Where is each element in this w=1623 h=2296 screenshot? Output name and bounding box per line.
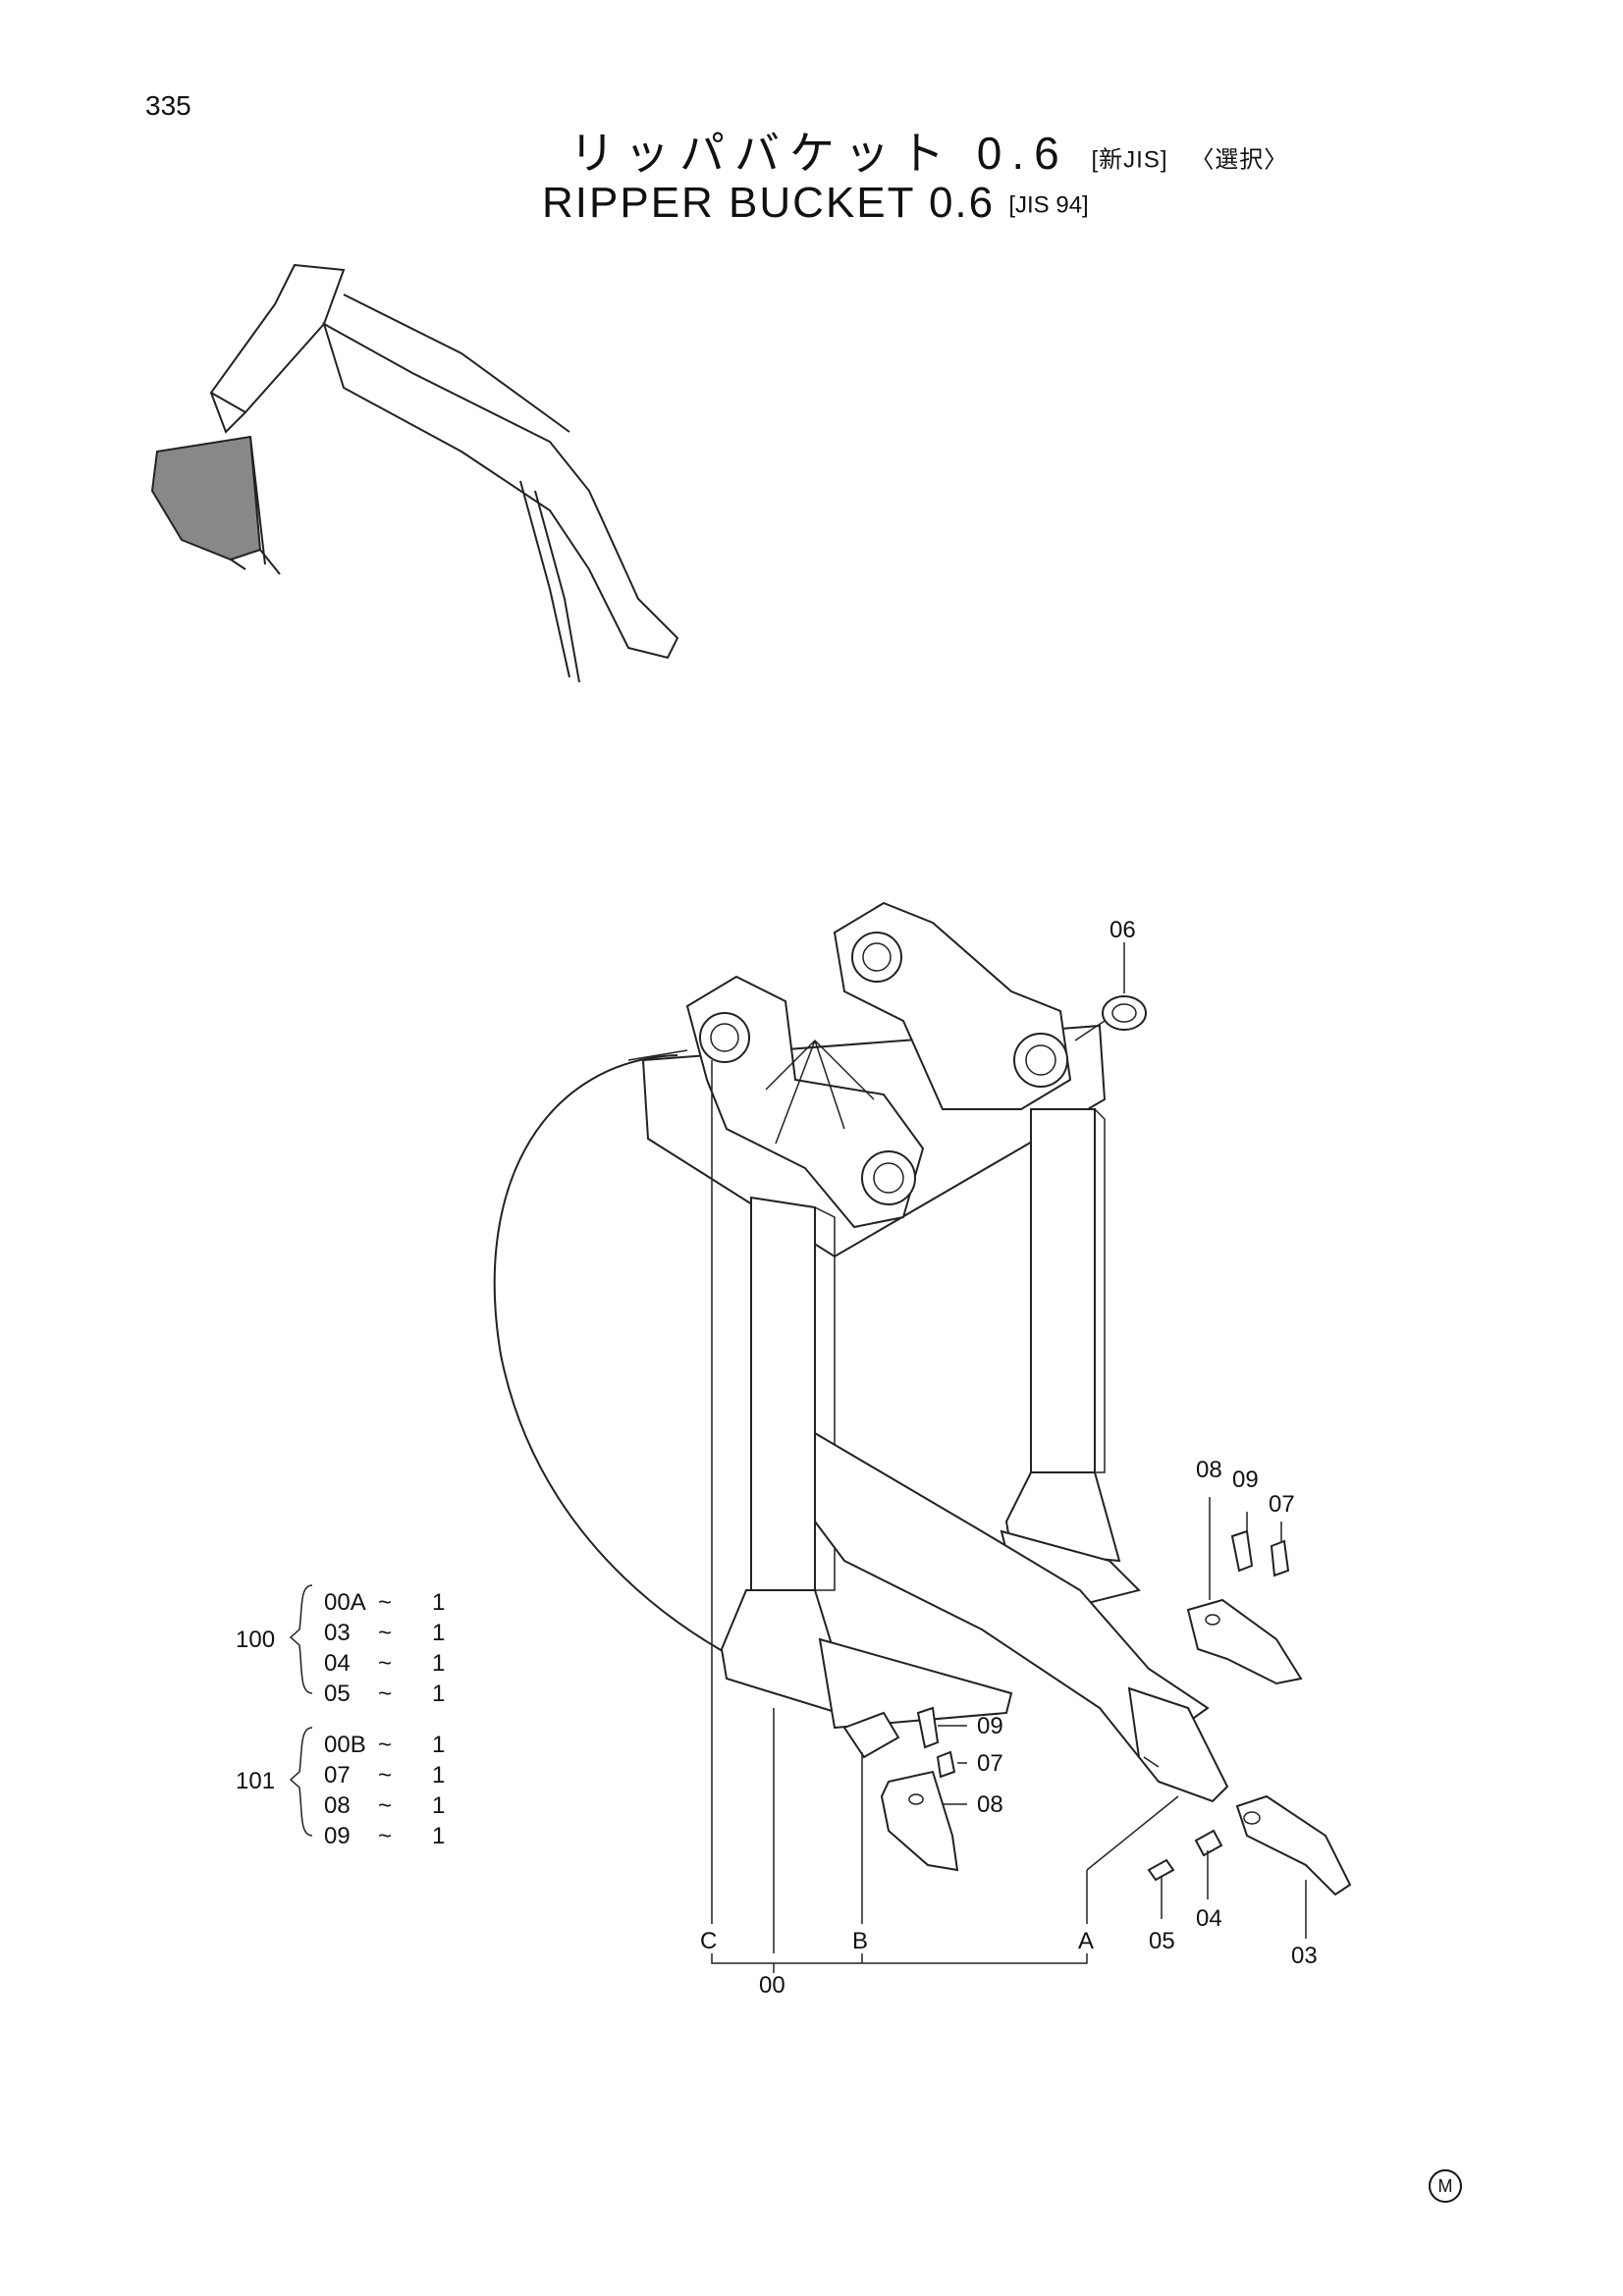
callout-04: 04 — [1196, 1905, 1222, 1932]
group-item-qty: 1 — [432, 1732, 445, 1758]
group-item-part: 00A — [324, 1589, 366, 1616]
group-item-qty: 1 — [432, 1620, 445, 1646]
callout-07-right: 07 — [1269, 1491, 1295, 1518]
callout-09-right: 09 — [1232, 1467, 1259, 1493]
group-id: 101 — [236, 1768, 275, 1794]
group-item-sep: ~ — [378, 1589, 392, 1616]
group-item-qty: 1 — [432, 1823, 445, 1849]
reference-leaders — [711, 1060, 1179, 1973]
bucket-shell — [493, 1049, 737, 1660]
part-03-tooth-assembly — [1147, 1794, 1352, 1939]
group-item-part: 04 — [324, 1650, 351, 1677]
title-jp-option: 〈選択〉 — [1190, 146, 1289, 174]
callout-07-left: 07 — [977, 1750, 1003, 1777]
group-item-part: 00B — [324, 1732, 366, 1758]
manufacturer-mark: M — [1429, 2169, 1462, 2203]
part-group-100: 100 00A ~ 1 03 ~ 1 04 ~ 1 05 ~ 1 — [236, 1584, 445, 1707]
part-06-washer — [1074, 942, 1147, 1041]
group-item-sep: ~ — [378, 1823, 392, 1849]
part-08-tooth-right — [1186, 1497, 1303, 1685]
group-item-part: 09 — [324, 1823, 351, 1849]
group-item-part: 08 — [324, 1792, 351, 1819]
callout-05: 05 — [1149, 1928, 1175, 1954]
group-item-qty: 1 — [432, 1762, 445, 1789]
callout-08-left: 08 — [977, 1791, 1003, 1818]
part-08-tooth-left — [880, 1706, 967, 1872]
left-shank — [720, 1196, 1013, 1759]
right-shank — [814, 1108, 1229, 1803]
callout-08-right: 08 — [1196, 1457, 1222, 1483]
group-item-sep: ~ — [378, 1732, 392, 1758]
callout-a: A — [1078, 1928, 1094, 1954]
group-item-part: 03 — [324, 1620, 351, 1646]
group-item-sep: ~ — [378, 1762, 392, 1789]
group-item-qty: 1 — [432, 1650, 445, 1677]
group-item-qty: 1 — [432, 1681, 445, 1707]
group-item-qty: 1 — [432, 1589, 445, 1616]
title-jp-standard: [新JIS] — [1091, 146, 1168, 174]
group-id: 100 — [236, 1627, 275, 1653]
page-number: 335 — [145, 90, 191, 121]
group-item-sep: ~ — [378, 1650, 392, 1677]
title-english: RIPPER BUCKET 0.6 [JIS 94] — [542, 179, 1089, 228]
callout-c: C — [700, 1928, 717, 1954]
group-item-part: 07 — [324, 1762, 351, 1789]
callout-06: 06 — [1109, 917, 1136, 943]
group-item-sep: ~ — [378, 1681, 392, 1707]
excavator-overview-illustration — [150, 263, 679, 683]
group-item-sep: ~ — [378, 1620, 392, 1646]
group-item-part: 05 — [324, 1681, 351, 1707]
part-group-101: 101 00B ~ 1 07 ~ 1 08 ~ 1 09 ~ 1 — [236, 1727, 445, 1849]
callout-b: B — [852, 1928, 868, 1954]
callout-09-left: 09 — [977, 1713, 1003, 1739]
group-item-sep: ~ — [378, 1792, 392, 1819]
title-en-main: RIPPER BUCKET 0.6 — [542, 179, 996, 227]
title-en-standard: [JIS 94] — [1008, 191, 1089, 219]
callout-03: 03 — [1291, 1943, 1318, 1969]
title-japanese: リッパバケット 0.6 [新JIS] 〈選択〉 — [569, 118, 1288, 183]
group-item-qty: 1 — [432, 1792, 445, 1819]
title-jp-main: リッパバケット 0.6 — [569, 128, 1069, 179]
callout-00: 00 — [759, 1972, 785, 1999]
